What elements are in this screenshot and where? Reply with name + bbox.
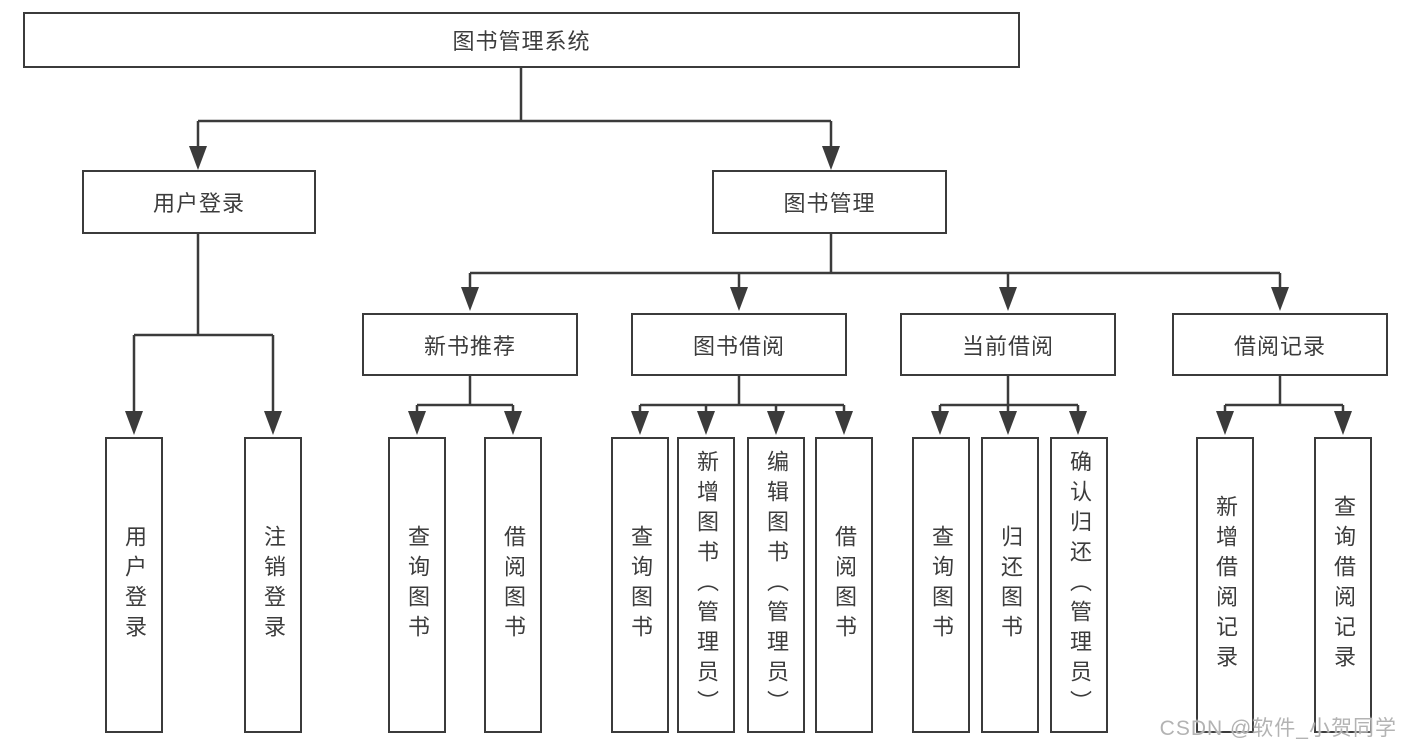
node-book-management: 图书管理 [712,170,947,234]
leaf-borrow-books-recommend-label: 借阅图书 [501,525,526,645]
leaf-confirm-return-admin: 确认归还（管理员） [1050,437,1108,733]
leaf-query-borrow-record: 查询借阅记录 [1314,437,1372,733]
node-borrow-records: 借阅记录 [1172,313,1388,376]
leaf-return-book-label: 归还图书 [998,525,1023,645]
leaf-borrow-books-recommend: 借阅图书 [484,437,542,733]
leaf-edit-book-admin: 编辑图书（管理员） [747,437,805,733]
leaf-query-books-recommend-label: 查询图书 [405,525,430,645]
leaf-return-book: 归还图书 [981,437,1039,733]
node-root-system: 图书管理系统 [23,12,1020,68]
tree-edges [132,68,1345,420]
arrowhead-icons [125,146,1352,435]
leaf-query-borrow-record-label: 查询借阅记录 [1331,495,1356,675]
leaf-add-borrow-record: 新增借阅记录 [1196,437,1254,733]
leaf-borrow-books-borrow-label: 借阅图书 [832,525,857,645]
node-user-login: 用户登录 [82,170,316,234]
leaf-add-borrow-record-label: 新增借阅记录 [1213,495,1238,675]
leaf-user-login: 用户登录 [105,437,163,733]
leaf-logout-label: 注销登录 [261,525,286,645]
leaf-add-book-admin: 新增图书（管理员） [677,437,735,733]
leaf-query-books-recommend: 查询图书 [388,437,446,733]
leaf-borrow-books-borrow: 借阅图书 [815,437,873,733]
node-new-book-recommend: 新书推荐 [362,313,578,376]
leaf-edit-book-admin-label: 编辑图书（管理员） [764,450,789,720]
csdn-watermark: CSDN @软件_小贺同学 [1159,717,1397,740]
leaf-query-books-borrow-label: 查询图书 [628,525,653,645]
leaf-add-book-admin-label: 新增图书（管理员） [694,450,719,720]
leaf-query-books-current: 查询图书 [912,437,970,733]
leaf-logout: 注销登录 [244,437,302,733]
leaf-query-books-borrow: 查询图书 [611,437,669,733]
node-book-borrow: 图书借阅 [631,313,847,376]
leaf-user-login-label: 用户登录 [122,525,147,645]
node-current-borrow: 当前借阅 [900,313,1116,376]
leaf-confirm-return-admin-label: 确认归还（管理员） [1067,450,1092,720]
leaf-query-books-current-label: 查询图书 [929,525,954,645]
